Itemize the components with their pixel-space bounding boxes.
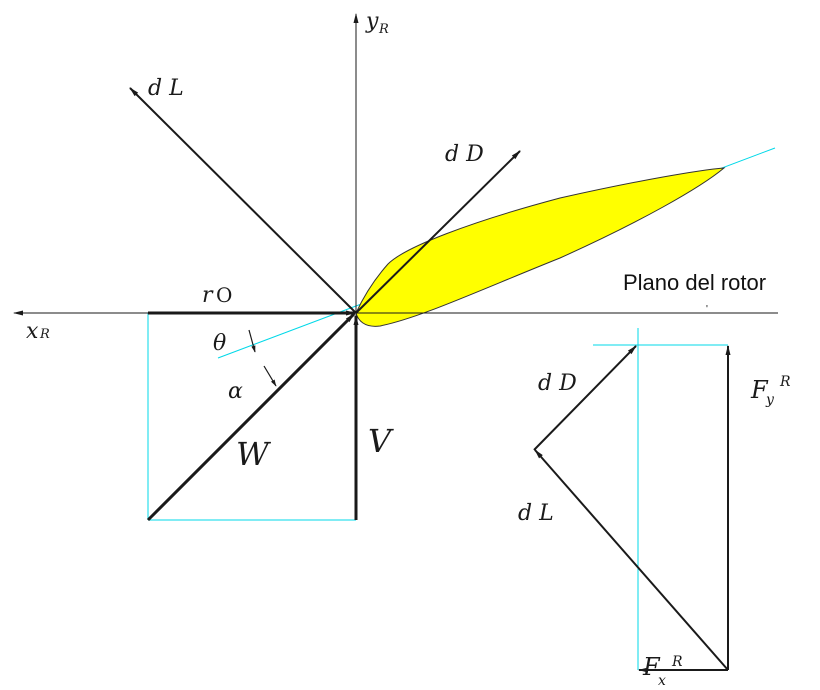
force-decomposition	[533, 345, 731, 673]
dD-label: d D	[445, 142, 484, 167]
dL-right-vector	[534, 449, 729, 671]
dL-label: d L	[148, 76, 184, 101]
alpha-label: α	[228, 379, 243, 404]
V-label: V	[368, 422, 394, 460]
Fy-subscript: y	[765, 392, 775, 408]
dL-right-label: d L	[518, 501, 554, 526]
dD-right-label: d D	[538, 371, 577, 396]
theta-label: θ	[213, 331, 226, 356]
y-axis-subscript: R	[378, 22, 389, 37]
theta-indicator	[248, 329, 256, 353]
Fx-label: F	[642, 653, 661, 681]
airfoil-shape	[355, 167, 726, 327]
dD-right-vector	[533, 345, 637, 451]
rotor-plane-label: Plano del rotor	[623, 270, 766, 295]
tick-mark: '	[706, 304, 708, 315]
alpha-indicator	[263, 365, 277, 387]
dD-vector	[355, 150, 521, 314]
W-vector	[146, 312, 356, 522]
angle-markers	[248, 329, 277, 387]
Fx-subscript: x	[658, 673, 666, 689]
dL-vector	[129, 87, 357, 314]
r-label: r	[202, 283, 214, 308]
Fy-label: F	[750, 376, 769, 404]
W-label: W	[236, 435, 272, 473]
construction-lines	[147, 147, 776, 670]
Fy-superscript: R	[779, 374, 791, 390]
x-axis-label: x	[26, 319, 39, 344]
omega-label: O	[216, 283, 232, 307]
Fx-superscript: R	[671, 654, 683, 670]
y-axis-label: y	[365, 9, 379, 34]
x-axis-subscript: R	[39, 327, 50, 342]
